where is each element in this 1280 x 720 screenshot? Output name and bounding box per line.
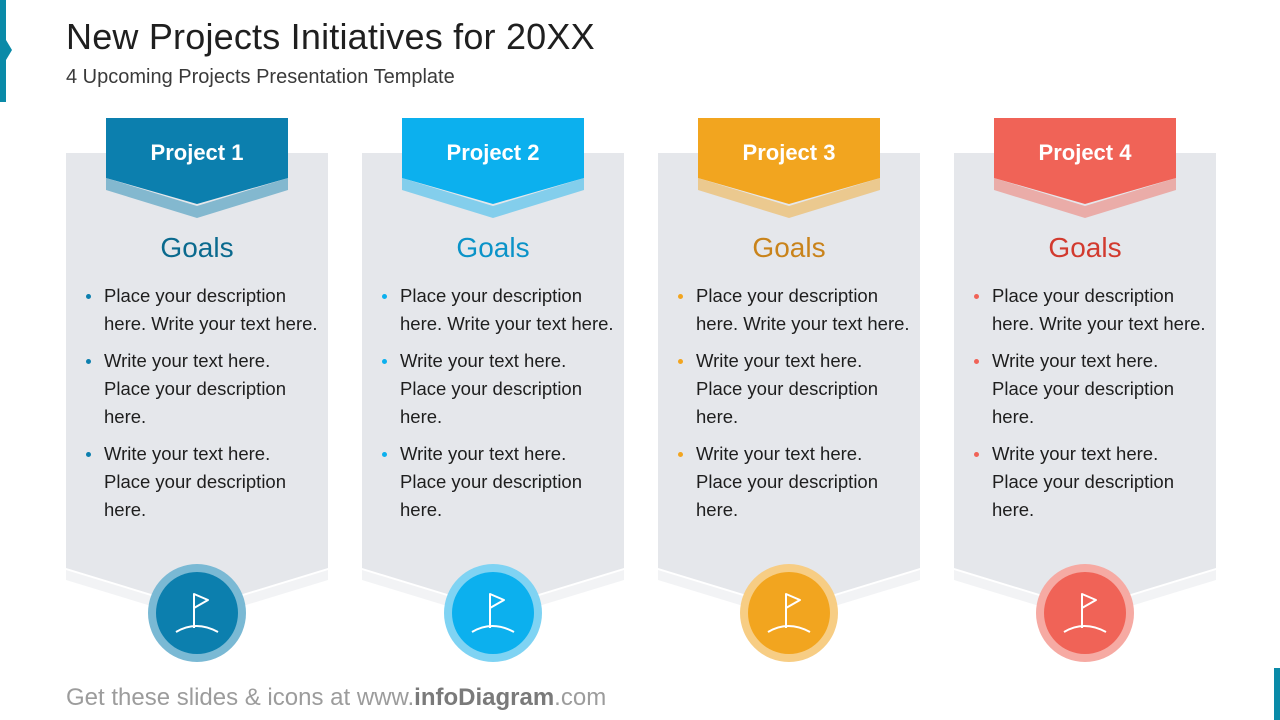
goals-list: Place your description here. Write your … — [676, 282, 912, 533]
goals-heading: Goals — [160, 232, 234, 263]
project-banner — [106, 118, 288, 218]
goals-list: Place your description here. Write your … — [84, 282, 320, 533]
project-badge — [1036, 564, 1134, 662]
project-label: Project 4 — [1038, 140, 1132, 165]
left-accent-bar — [0, 0, 12, 102]
card-background — [658, 153, 920, 618]
goals-heading: Goals — [752, 232, 826, 263]
right-accent-bar — [1274, 668, 1280, 720]
project-card-4: Project 4 Goals Place your description h… — [954, 118, 1216, 662]
flag-icon — [175, 593, 219, 633]
list-item: Place your description here. Write your … — [84, 282, 320, 338]
goals-list: Place your description here. Write your … — [972, 282, 1208, 533]
project-banner — [698, 118, 880, 218]
goals-list: Place your description here. Write your … — [380, 282, 616, 533]
project-card-3: Project 3 Goals Place your description h… — [658, 118, 920, 662]
project-badge — [444, 564, 542, 662]
list-item: Place your description here. Write your … — [972, 282, 1208, 338]
footer-brand: infoDiagram — [414, 684, 555, 711]
goals-heading: Goals — [1048, 232, 1122, 263]
slide-subtitle: 4 Upcoming Projects Presentation Templat… — [66, 66, 455, 88]
list-item: Write your text here. Place your descrip… — [84, 347, 320, 431]
list-item: Write your text here. Place your descrip… — [676, 440, 912, 524]
footer-suffix: .com — [554, 684, 607, 711]
flag-icon — [471, 593, 515, 633]
list-item: Place your description here. Write your … — [380, 282, 616, 338]
footer-prefix: Get these slides & icons at www. — [66, 684, 415, 711]
goals-heading: Goals — [456, 232, 530, 263]
list-item: Write your text here. Place your descrip… — [380, 347, 616, 431]
project-badge — [148, 564, 246, 662]
list-item: Write your text here. Place your descrip… — [676, 347, 912, 431]
project-banner — [994, 118, 1176, 218]
list-item: Write your text here. Place your descrip… — [972, 347, 1208, 431]
card-background — [954, 153, 1216, 618]
list-item: Write your text here. Place your descrip… — [84, 440, 320, 524]
flag-icon — [1063, 593, 1107, 633]
list-item: Place your description here. Write your … — [676, 282, 912, 338]
project-card-2: Project 2 Goals Place your description h… — [362, 118, 624, 662]
project-banner — [402, 118, 584, 218]
project-badge — [740, 564, 838, 662]
list-item: Write your text here. Place your descrip… — [380, 440, 616, 524]
flag-icon — [767, 593, 811, 633]
project-label: Project 3 — [742, 140, 836, 165]
card-background — [362, 153, 624, 618]
project-label: Project 2 — [446, 140, 540, 165]
slide-title: New Projects Initiatives for 20XX — [66, 16, 595, 57]
list-item: Write your text here. Place your descrip… — [972, 440, 1208, 524]
project-card-1: Project 1 Goals Place your description h… — [66, 118, 328, 662]
card-background — [66, 153, 328, 618]
project-label: Project 1 — [150, 140, 244, 165]
footer-promo: Get these slides & icons at www.infoDiag… — [66, 684, 606, 712]
